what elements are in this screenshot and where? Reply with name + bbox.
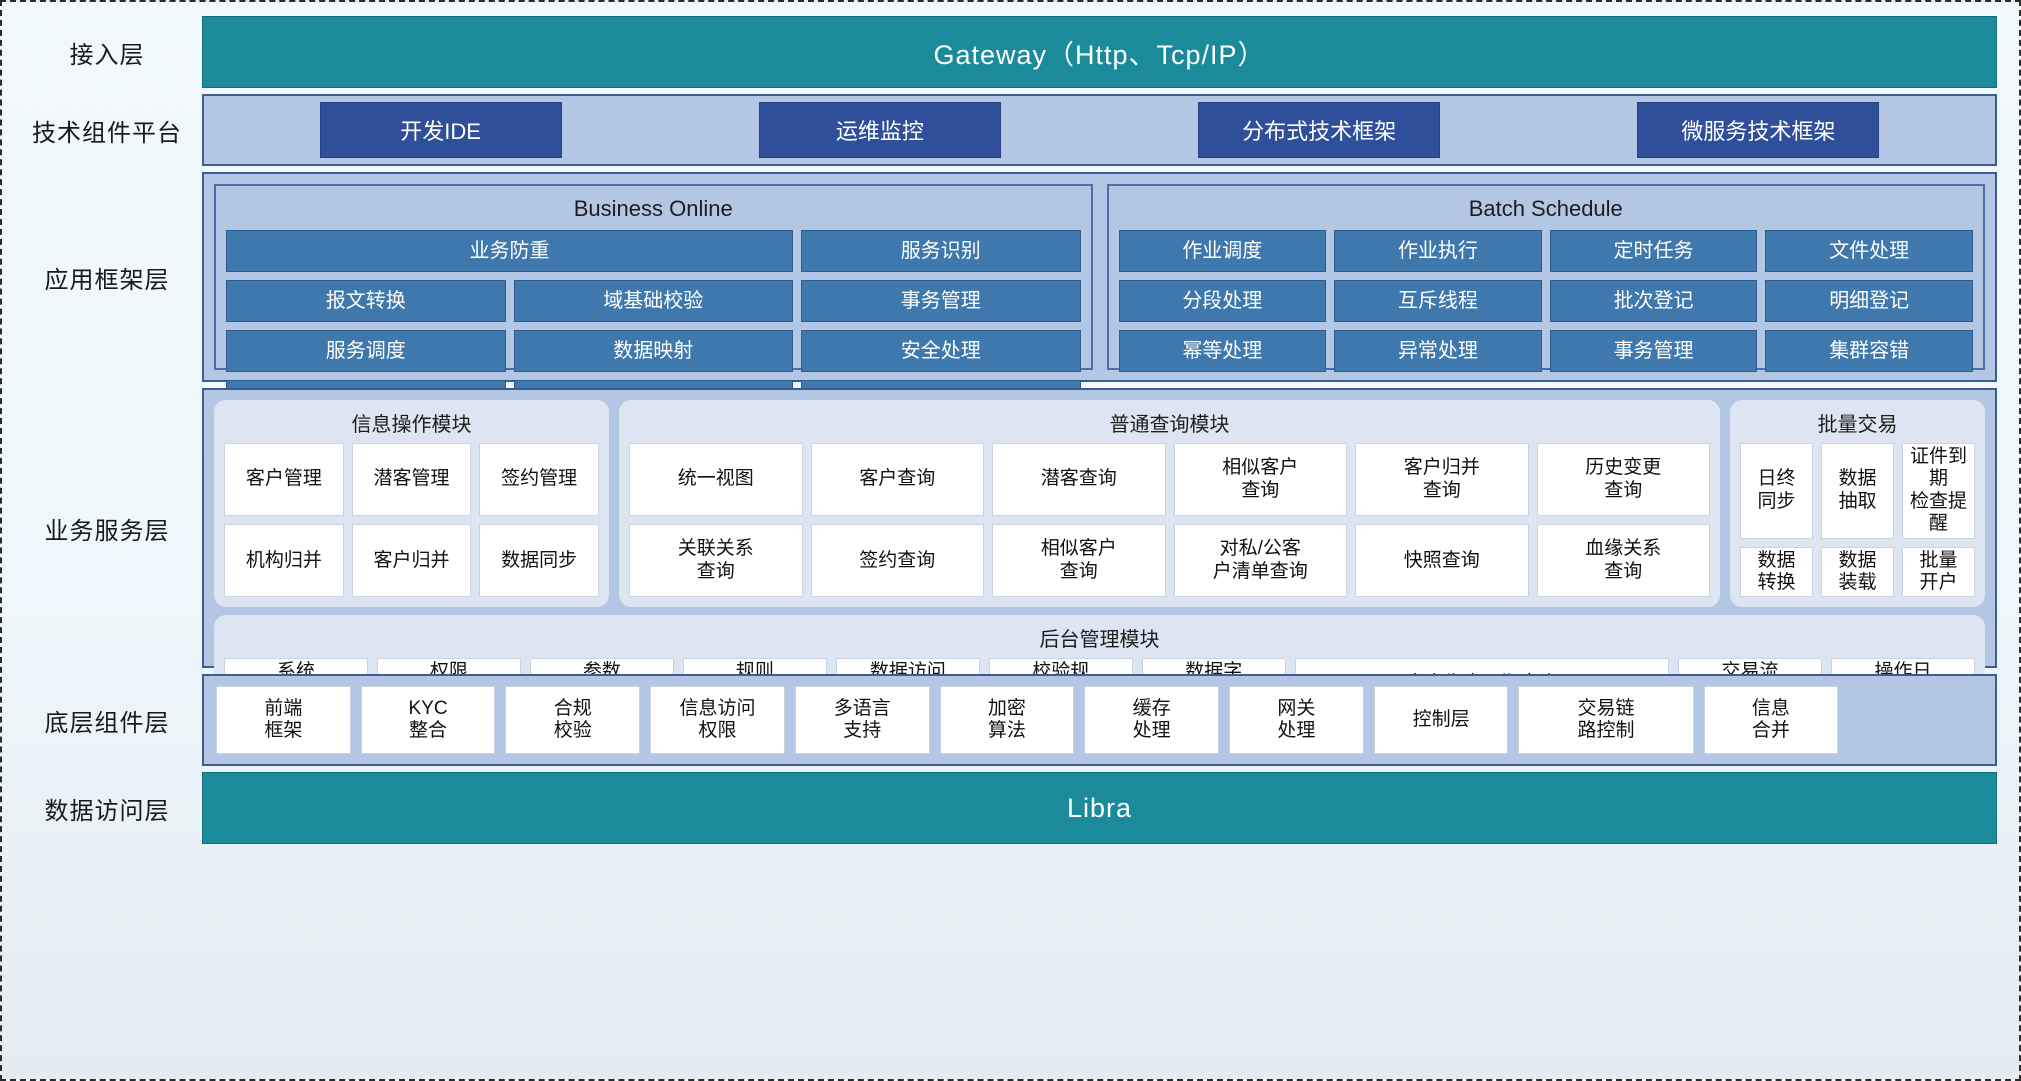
app-cell[interactable]: 服务识别 (801, 230, 1081, 272)
app-cell[interactable]: 作业调度 (1118, 230, 1327, 272)
tech-chip[interactable]: 分布式技术框架 (1198, 102, 1441, 158)
app-cell[interactable]: 报文转换 (226, 280, 506, 322)
app-cell[interactable]: 幂等处理 (1118, 330, 1327, 372)
service-cell[interactable]: 证件到期检查提醒 (1902, 443, 1975, 539)
component-cell[interactable]: 多语言支持 (794, 686, 930, 754)
layer-label-access: 接入层 (69, 41, 145, 69)
query-module-title: 普通查询模块 (1109, 414, 1230, 436)
layer-body-tech: 开发IDE 运维监控 分布式技术框架 微服务技术框架 (202, 94, 1997, 166)
layer-body-biz: 信息操作模块 客户管理潜客管理签约管理机构归并客户归并数据同步 普通查询模块 统… (202, 388, 1997, 720)
layer-body-data: Libra (202, 772, 1997, 844)
component-cell[interactable]: 控制层 (1373, 686, 1509, 754)
component-cell[interactable]: 信息合并 (1703, 686, 1839, 754)
info-module-title: 信息操作模块 (351, 414, 472, 436)
tech-chip[interactable]: 微服务技术框架 (1637, 102, 1880, 158)
gateway-bar[interactable]: Gateway（Http、Tcp/IP） (202, 16, 1997, 88)
component-cell[interactable]: 前端框架 (216, 686, 351, 754)
service-cell[interactable]: 潜客管理 (351, 443, 472, 517)
service-cell[interactable]: 对私/公客户清单查询 (1173, 524, 1347, 598)
service-cell[interactable]: 相似客户查询 (1173, 443, 1347, 517)
app-cell[interactable]: 事务管理 (801, 280, 1081, 322)
app-cell[interactable]: 服务调度 (226, 330, 506, 372)
app-cell[interactable]: 事务管理 (1549, 330, 1758, 372)
app-cell[interactable]: 批次登记 (1549, 280, 1758, 322)
app-cell[interactable]: 文件处理 (1765, 230, 1973, 272)
service-cell[interactable]: 客户查询 (810, 443, 984, 517)
service-cell[interactable]: 签约管理 (479, 443, 599, 517)
service-cell[interactable]: 潜客查询 (992, 443, 1166, 517)
service-cell[interactable]: 批量开户 (1902, 546, 1975, 598)
layer-body-access: Gateway（Http、Tcp/IP） (202, 16, 1997, 88)
layer-label-app: 应用框架层 (44, 266, 170, 294)
service-cell[interactable]: 快照查询 (1355, 524, 1529, 598)
component-cell[interactable]: 合规校验 (505, 686, 641, 754)
service-cell[interactable]: 机构归并 (224, 524, 344, 598)
batch-schedule-title: Batch Schedule (1468, 196, 1623, 221)
layer-row-tech: 技术组件平台 开发IDE 运维监控 分布式技术框架 微服务技术框架 (12, 94, 1997, 166)
admin-module-title: 后台管理模块 (1039, 629, 1160, 652)
service-cell[interactable]: 客户归并查询 (1355, 443, 1529, 517)
service-cell[interactable]: 历史变更查询 (1536, 443, 1710, 517)
component-cell[interactable]: 加密算法 (939, 686, 1075, 754)
batch-trade-module: 批量交易 日终同步数据抽取证件到期检查提醒数据转换数据装载批量开户 (1730, 400, 1985, 608)
app-cell[interactable]: 业务防重 (226, 230, 793, 272)
layer-row-biz: 业务服务层 信息操作模块 客户管理潜客管理签约管理机构归并客户归并数据同步 普通… (12, 388, 1997, 720)
tech-chip[interactable]: 开发IDE (319, 102, 562, 158)
service-cell[interactable]: 血缘关系查询 (1536, 524, 1710, 598)
layer-row-access: 接入层 Gateway（Http、Tcp/IP） (12, 16, 1997, 88)
component-cell[interactable]: 缓存处理 (1084, 686, 1219, 754)
service-cell[interactable]: 相似客户查询 (992, 524, 1166, 598)
tech-chip[interactable]: 运维监控 (758, 102, 1001, 158)
batch-trade-module-title: 批量交易 (1817, 414, 1898, 436)
app-framework-panel: Business Online 业务防重服务识别报文转换域基础校验事务管理服务调… (202, 172, 1997, 422)
component-cell[interactable]: 网关处理 (1229, 686, 1364, 754)
info-module: 信息操作模块 客户管理潜客管理签约管理机构归并客户归并数据同步 (214, 400, 609, 608)
batch-trade-module-grid: 日终同步数据抽取证件到期检查提醒数据转换数据装载批量开户 (1740, 443, 1975, 598)
query-module-grid: 统一视图客户查询潜客查询相似客户查询客户归并查询历史变更查询关联关系查询签约查询… (629, 443, 1710, 598)
layer-label-bottom: 底层组件层 (44, 709, 170, 737)
service-cell[interactable]: 数据转换 (1740, 546, 1813, 598)
service-cell[interactable]: 日终同步 (1740, 443, 1813, 539)
service-cell[interactable]: 数据抽取 (1821, 443, 1894, 539)
service-cell[interactable]: 签约查询 (810, 524, 984, 598)
layer-body-app: Business Online 业务防重服务识别报文转换域基础校验事务管理服务调… (202, 172, 1997, 422)
info-module-grid: 客户管理潜客管理签约管理机构归并客户归并数据同步 (224, 443, 599, 598)
layer-row-data: 数据访问层 Libra (12, 772, 1997, 844)
component-cell[interactable]: 交易链路控制 (1518, 686, 1694, 754)
service-cell[interactable]: 数据同步 (479, 524, 599, 598)
service-cell[interactable]: 关联关系查询 (629, 524, 803, 598)
batch-schedule-panel: Batch Schedule 作业调度作业执行定时任务文件处理分段处理互斥线程批… (1106, 184, 1985, 372)
app-cell[interactable]: 定时任务 (1549, 230, 1758, 272)
batch-schedule-grid: 作业调度作业执行定时任务文件处理分段处理互斥线程批次登记明细登记幂等处理异常处理… (1118, 230, 1973, 372)
app-cell[interactable]: 数据映射 (513, 330, 793, 372)
business-online-title: Business Online (573, 196, 733, 221)
service-cell[interactable]: 客户归并 (351, 524, 472, 598)
layer-row-app: 应用框架层 Business Online 业务防重服务识别报文转换域基础校验事… (12, 172, 1997, 422)
service-cell[interactable]: 数据装载 (1821, 546, 1894, 598)
business-online-panel: Business Online 业务防重服务识别报文转换域基础校验事务管理服务调… (214, 184, 1093, 422)
app-cell[interactable]: 作业执行 (1334, 230, 1542, 272)
layer-label-tech: 技术组件平台 (32, 119, 182, 147)
app-cell[interactable]: 明细登记 (1765, 280, 1973, 322)
tech-platform-panel: 开发IDE 运维监控 分布式技术框架 微服务技术框架 (202, 94, 1997, 166)
app-cell[interactable]: 分段处理 (1118, 280, 1327, 322)
app-cell[interactable]: 集群容错 (1765, 330, 1973, 372)
component-cell[interactable]: 信息访问权限 (650, 686, 785, 754)
layer-label-data: 数据访问层 (44, 797, 170, 825)
business-service-panel: 信息操作模块 客户管理潜客管理签约管理机构归并客户归并数据同步 普通查询模块 统… (202, 388, 1997, 720)
layer-label-biz: 业务服务层 (44, 517, 170, 545)
app-cell[interactable]: 安全处理 (801, 330, 1081, 372)
service-cell[interactable]: 统一视图 (629, 443, 803, 517)
libra-bar[interactable]: Libra (202, 772, 1997, 844)
query-module: 普通查询模块 统一视图客户查询潜客查询相似客户查询客户归并查询历史变更查询关联关… (619, 400, 1720, 608)
app-cell[interactable]: 异常处理 (1334, 330, 1542, 372)
app-cell[interactable]: 域基础校验 (513, 280, 793, 322)
service-cell[interactable]: 客户管理 (224, 443, 344, 517)
app-cell[interactable]: 互斥线程 (1334, 280, 1542, 322)
